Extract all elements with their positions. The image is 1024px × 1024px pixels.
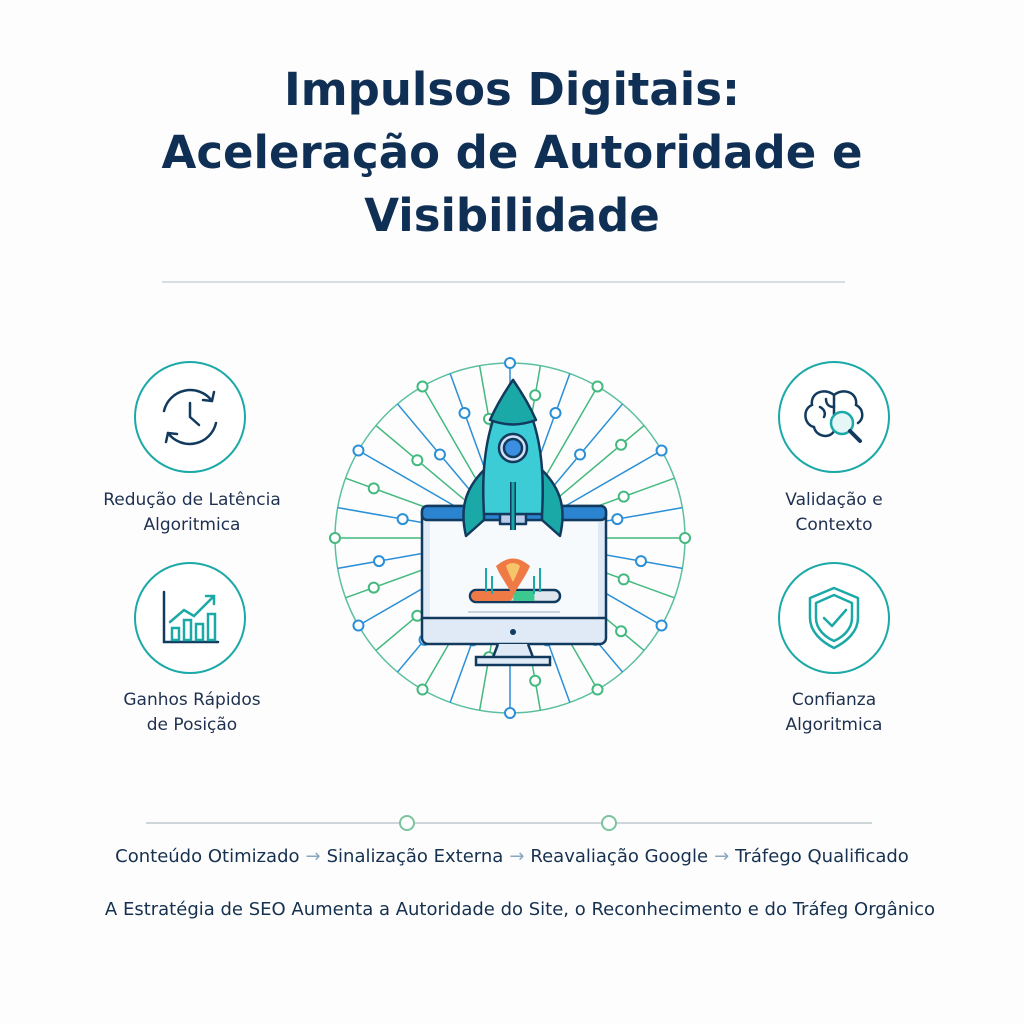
- title-line-3: Visibilidade: [364, 189, 660, 242]
- label-line: Validação e: [785, 490, 883, 510]
- shield-check-icon: [778, 562, 890, 674]
- network-node: [352, 444, 365, 457]
- label-line: Redução de Latência: [103, 490, 281, 510]
- label-line: de Posição: [146, 715, 238, 735]
- network-node: [529, 389, 542, 402]
- network-node: [574, 448, 587, 461]
- network-node: [615, 625, 628, 638]
- network-node: [615, 438, 628, 451]
- arrow-right-icon: →: [305, 846, 321, 867]
- title-divider: [162, 281, 845, 283]
- arrow-right-icon: →: [509, 846, 525, 867]
- timeline-node: [601, 815, 617, 831]
- title-line-2: Aceleração de Autoridade e: [161, 126, 863, 179]
- network-node: [549, 407, 562, 420]
- process-flow: Conteúdo Otimizado→Sinalização Externa→R…: [0, 846, 1024, 867]
- network-node: [367, 581, 380, 594]
- network-node: [458, 407, 471, 420]
- network-node: [416, 380, 429, 393]
- clock-cycle-icon: [134, 361, 246, 473]
- timeline-node: [399, 815, 415, 831]
- network-link: [561, 449, 662, 509]
- feature-label-latency: Redução de Latência Algoritmica: [72, 488, 312, 538]
- network-node: [679, 532, 691, 544]
- tagline: A Estratégia de SEO Aumenta a Autoridade…: [104, 899, 936, 920]
- feature-label-ranking: Ganhos Rápidos de Posição: [72, 688, 312, 738]
- page-title: Impulsos Digitais: Aceleração de Autorid…: [0, 58, 1024, 247]
- flow-step: Tráfego Qualificado: [735, 846, 909, 867]
- network-node: [529, 674, 542, 687]
- network-node: [411, 454, 424, 467]
- flow-step: Sinalização Externa: [326, 846, 504, 867]
- rocket-monitor-icon: [329, 357, 691, 719]
- flow-step: Reavaliação Google: [530, 846, 709, 867]
- network-node: [617, 490, 630, 503]
- title-line-1: Impulsos Digitais:: [284, 63, 740, 116]
- growth-chart-icon: [134, 562, 246, 674]
- network-node: [416, 683, 429, 696]
- network-node: [611, 513, 624, 526]
- network-node: [396, 513, 409, 526]
- network-link: [547, 403, 624, 493]
- network-link: [555, 424, 645, 501]
- network-link: [421, 386, 481, 487]
- progress-orange: [471, 591, 514, 601]
- network-node: [352, 619, 365, 632]
- label-line: Contexto: [795, 515, 873, 535]
- rocket-icon: [462, 378, 564, 596]
- network-node: [655, 444, 668, 457]
- network-node: [591, 380, 604, 393]
- label-line: Ganhos Rápidos: [123, 690, 261, 710]
- feature-label-validation: Validação e Contexto: [714, 488, 954, 538]
- label-line: Algoritmica: [785, 715, 883, 735]
- flow-step: Conteúdo Otimizado: [115, 846, 300, 867]
- arrow-right-icon: →: [714, 846, 730, 867]
- network-node: [634, 555, 647, 568]
- label-line: Algoritmica: [143, 515, 241, 535]
- network-node: [373, 555, 386, 568]
- network-node: [329, 532, 341, 544]
- network-node: [504, 357, 516, 369]
- network-node: [617, 573, 630, 586]
- process-timeline: [146, 822, 872, 824]
- label-line: Confianza: [791, 690, 877, 710]
- brain-search-icon: [778, 361, 890, 473]
- network-node: [655, 619, 668, 632]
- network-link: [358, 449, 459, 509]
- network-node: [591, 683, 604, 696]
- progress-green: [513, 591, 535, 601]
- network-node: [433, 448, 446, 461]
- network-link: [539, 386, 599, 487]
- network-link: [449, 373, 491, 482]
- network-node: [367, 482, 380, 495]
- feature-label-trust: Confianza Algoritmica: [714, 688, 954, 738]
- network-link: [396, 403, 473, 493]
- network-node: [504, 707, 516, 719]
